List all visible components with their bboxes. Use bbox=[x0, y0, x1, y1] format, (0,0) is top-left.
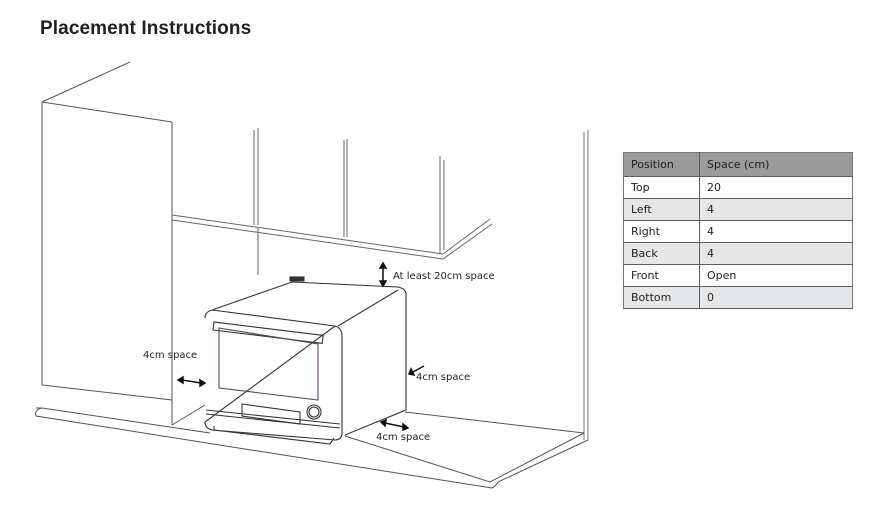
cell-position: Front bbox=[623, 264, 700, 287]
left-cabinet bbox=[41, 61, 206, 426]
cell-position: Top bbox=[623, 176, 700, 199]
table-row: Left 4 bbox=[623, 198, 853, 221]
table-row: Top 20 bbox=[623, 176, 853, 199]
table-row: Right 4 bbox=[623, 220, 853, 243]
label-left-clearance: 4cm space bbox=[143, 350, 198, 361]
label-right-clearance: 4cm space bbox=[416, 372, 471, 383]
label-top-clearance: At least 20cm space bbox=[393, 271, 495, 282]
header-position: Position bbox=[623, 152, 700, 177]
table-row: Bottom 0 bbox=[623, 286, 853, 309]
cell-position: Back bbox=[623, 242, 700, 265]
cell-space: 20 bbox=[699, 176, 853, 199]
oven bbox=[204, 276, 407, 445]
placement-table: Position Space (cm) Top 20 Left 4 Right … bbox=[623, 152, 853, 309]
countertop bbox=[35, 384, 589, 489]
cell-space: 4 bbox=[699, 198, 853, 221]
cell-space: 4 bbox=[699, 242, 853, 265]
label-back-clearance: 4cm space bbox=[376, 432, 431, 443]
upper-shelf bbox=[171, 128, 493, 275]
cell-space: 0 bbox=[699, 286, 853, 309]
table-row: Back 4 bbox=[623, 242, 853, 265]
clearance-arrows bbox=[176, 261, 425, 432]
cell-space: Open bbox=[699, 264, 853, 287]
cell-space: 4 bbox=[699, 220, 853, 243]
right-wall bbox=[583, 130, 589, 440]
table-header-row: Position Space (cm) bbox=[623, 152, 853, 177]
cell-position: Left bbox=[623, 198, 700, 221]
page-title: Placement Instructions bbox=[40, 18, 252, 39]
cell-position: Bottom bbox=[623, 286, 700, 309]
cell-position: Right bbox=[623, 220, 700, 243]
header-space: Space (cm) bbox=[699, 152, 853, 177]
table-row: Front Open bbox=[623, 264, 853, 287]
